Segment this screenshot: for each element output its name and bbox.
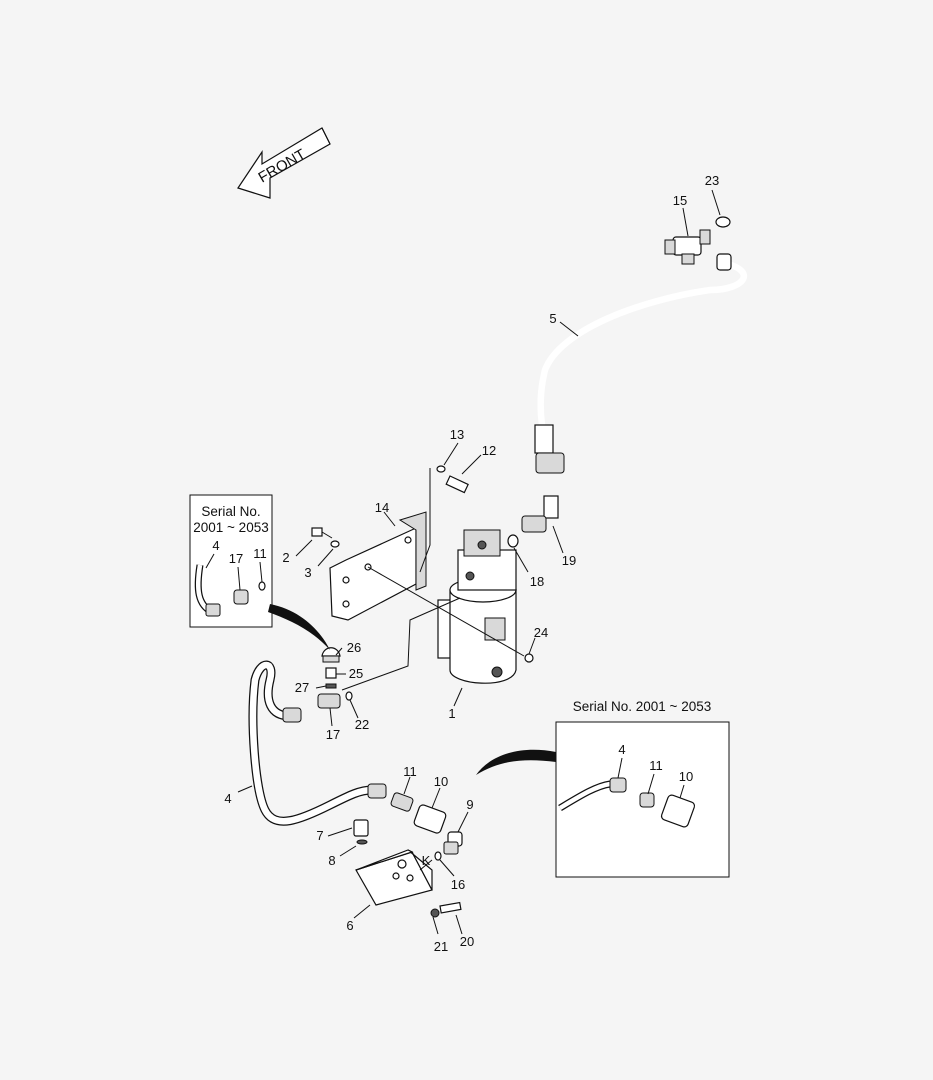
fitting-17: [317, 693, 341, 709]
callout-22: 22: [355, 717, 369, 732]
callout-k: K: [422, 853, 431, 868]
washer-3: [330, 540, 340, 548]
callout-9: 9: [466, 797, 473, 812]
inset-left-callout-17: 17: [229, 551, 243, 566]
front-arrow-icon: FRONT: [237, 127, 331, 199]
hose-5: [534, 258, 747, 474]
callout-2: 2: [282, 550, 289, 565]
callout-26: 26: [347, 640, 361, 655]
callout-18: 18: [530, 574, 544, 589]
callout-19: 19: [562, 553, 576, 568]
fitting-7: [353, 819, 369, 837]
callout-11: 11: [403, 764, 417, 779]
o-ring-23: [715, 216, 731, 228]
bolt-12: [445, 475, 469, 494]
elbow-19: [507, 495, 559, 548]
callout-21: 21: [434, 939, 448, 954]
inset-left-pointer: [268, 604, 330, 650]
inset-left-title-line2: 2001 ~ 2053: [193, 520, 268, 535]
o-ring-22: [345, 691, 353, 701]
washer-13: [436, 465, 446, 473]
callout-25: 25: [349, 666, 363, 681]
inset-right-callout-10: 10: [679, 769, 693, 784]
callout-23: 23: [705, 173, 719, 188]
callout-4: 4: [224, 791, 231, 806]
valve-25: [325, 667, 337, 679]
adapter-11: [390, 792, 414, 812]
callout-20: 20: [460, 934, 474, 949]
callout-8: 8: [328, 853, 335, 868]
callout-labels: 23 15 5 13 12 14 2 3 18 19 24 26 25 27 1…: [224, 173, 719, 954]
inset-left-callout-4: 4: [212, 538, 219, 553]
washer-27: [325, 683, 337, 689]
callout-6: 6: [346, 918, 353, 933]
elbow-9: [443, 831, 463, 855]
o-ring-16: [434, 851, 442, 861]
callout-17: 17: [326, 727, 340, 742]
leader-lines: [237, 189, 721, 935]
inset-right-callout-11: 11: [649, 758, 663, 773]
callout-5: 5: [549, 311, 556, 326]
inset-right-pointer: [476, 749, 556, 775]
tee-fitting-15: [664, 229, 732, 271]
seal-8: [356, 839, 368, 845]
nut-24: [524, 653, 534, 663]
manifold-block-6: [355, 849, 433, 906]
inset-left-title-line1: Serial No.: [201, 504, 260, 519]
bolt-2: [311, 527, 333, 539]
unit-1: [437, 529, 517, 684]
cap-26: [321, 647, 341, 663]
inset-right: Serial No. 2001 ~ 2053 4 11 10: [555, 699, 730, 878]
bracket-14: [329, 511, 427, 621]
hose-4: [248, 660, 387, 826]
washer-21: [430, 908, 440, 918]
callout-3: 3: [304, 565, 311, 580]
callout-15: 15: [673, 193, 687, 208]
callout-27: 27: [295, 680, 309, 695]
callout-14: 14: [375, 500, 389, 515]
callout-10: 10: [434, 774, 448, 789]
inset-left-callout-11: 11: [253, 546, 267, 561]
callout-13: 13: [450, 427, 464, 442]
inset-left: Serial No. 2001 ~ 2053 4 17 11: [189, 494, 273, 628]
inset-right-callout-4: 4: [618, 742, 625, 757]
callout-12: 12: [482, 443, 496, 458]
filter-10: [413, 804, 447, 834]
callout-24: 24: [534, 625, 548, 640]
callout-16: 16: [451, 877, 465, 892]
callout-1: 1: [448, 706, 455, 721]
inset-right-title: Serial No. 2001 ~ 2053: [573, 699, 711, 714]
callout-7: 7: [316, 828, 323, 843]
bolt-20: [439, 901, 462, 914]
